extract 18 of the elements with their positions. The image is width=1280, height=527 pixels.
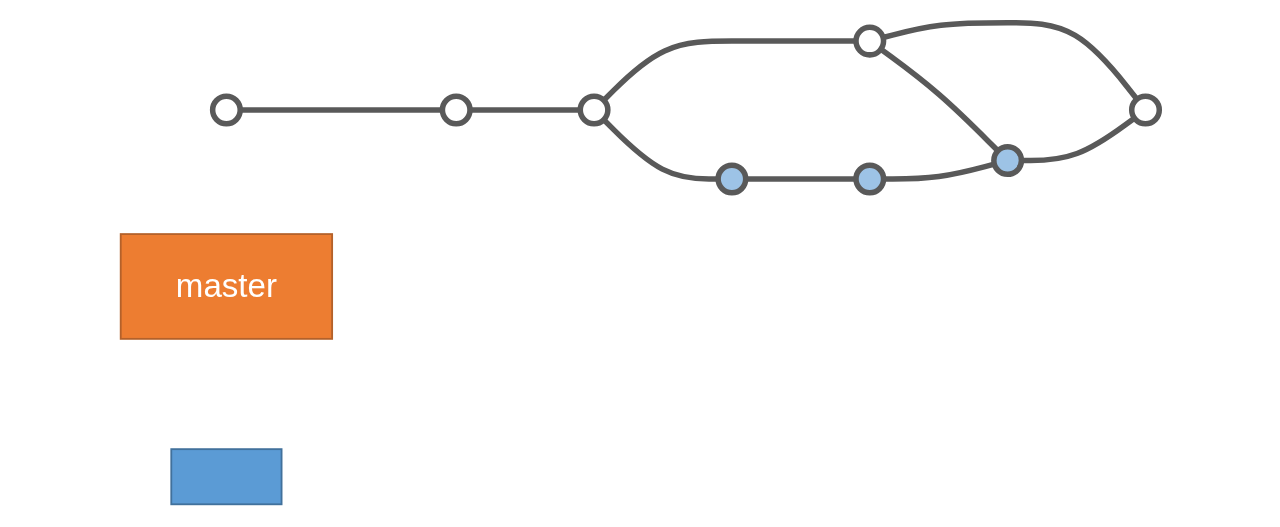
connector [879,47,1000,153]
connector [470,107,581,113]
node-circle [853,162,887,196]
node-circle [439,93,473,127]
node-circle [853,24,887,58]
connector [601,117,719,182]
connector [745,176,856,182]
node-circle [209,93,243,127]
node-box: master [119,233,334,340]
connector [601,38,856,103]
node-circle [715,162,749,196]
connector [1021,115,1136,164]
connector [240,107,443,113]
node-box [170,448,283,506]
node-circle [1128,93,1163,127]
node-circle [577,93,611,127]
node-circle [991,144,1025,178]
connector [882,19,1140,101]
